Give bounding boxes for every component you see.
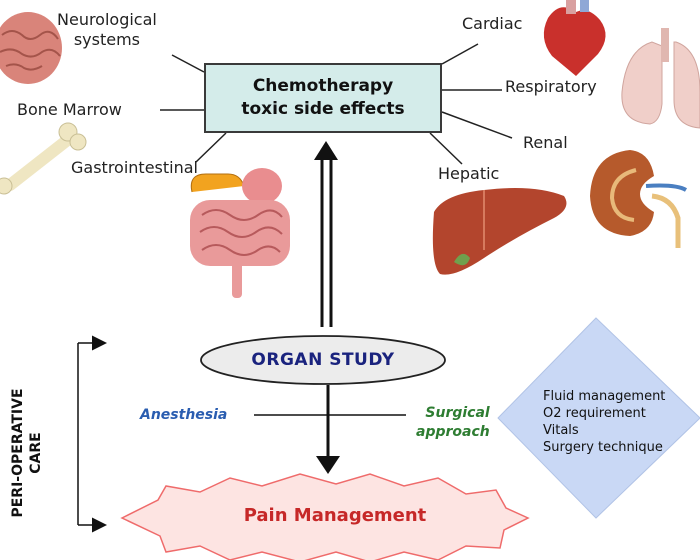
connector-hepatic: [429, 132, 463, 165]
organ-study-ellipse: [200, 335, 446, 385]
pain-management-label: Pain Management: [243, 505, 427, 526]
label-neurological: Neurological systems: [57, 10, 157, 50]
surgical-approach-label: Surgical approach: [416, 404, 490, 442]
surgical-line2: approach: [416, 424, 490, 440]
organ-study-label: ORGAN STUDY: [251, 350, 395, 370]
diamond-item: O2 requirement: [543, 406, 646, 421]
pain-starburst: [120, 473, 530, 560]
diamond-item: Surgery technique: [543, 440, 663, 455]
arrow-down-head: [316, 456, 340, 474]
label-hepatic: Hepatic: [438, 164, 500, 183]
label-cardiac: Cardiac: [462, 14, 523, 33]
liver-icon: [432, 188, 567, 275]
arrow-up-double: [314, 141, 338, 327]
diamond-item: Fluid management: [543, 389, 666, 404]
heart-icon: [543, 0, 606, 77]
chemo-title-line1: Chemotherapy: [252, 76, 394, 96]
label-respiratory: Respiratory: [505, 77, 597, 96]
label-neuro-line1: Neurological: [57, 10, 157, 29]
connector-gastro: [195, 132, 227, 163]
peri-line2: CARE: [28, 432, 44, 474]
brain-icon: [0, 12, 62, 84]
diamond-item-list: Fluid management O2 requirement Vitals S…: [543, 388, 665, 456]
chemotherapy-box: Chemotherapy toxic side effects: [204, 63, 442, 133]
peri-operative-bracket: [77, 335, 107, 533]
peri-line1: PERI-OPERATIVE: [10, 388, 26, 518]
surgical-line1: Surgical: [425, 405, 490, 421]
anesthesia-label: Anesthesia: [140, 407, 228, 423]
kidney-icon: [590, 150, 688, 248]
intestines-icon: [190, 168, 290, 298]
lungs-icon: [621, 28, 700, 129]
label-bone-marrow: Bone Marrow: [17, 100, 122, 119]
diamond-shape: [497, 317, 700, 519]
connector-renal: [441, 111, 513, 139]
peri-operative-care-label: PERI-OPERATIVE CARE: [7, 353, 47, 553]
label-gastrointestinal: Gastrointestinal: [71, 158, 198, 177]
connector-cardiac: [441, 43, 479, 65]
diamond-item: Vitals: [543, 423, 579, 438]
connector-neuro: [171, 54, 205, 73]
bone-icon: [0, 122, 87, 195]
chemo-title-line2: toxic side effects: [241, 99, 405, 119]
label-neuro-line2: systems: [73, 30, 141, 49]
label-renal: Renal: [523, 133, 568, 152]
